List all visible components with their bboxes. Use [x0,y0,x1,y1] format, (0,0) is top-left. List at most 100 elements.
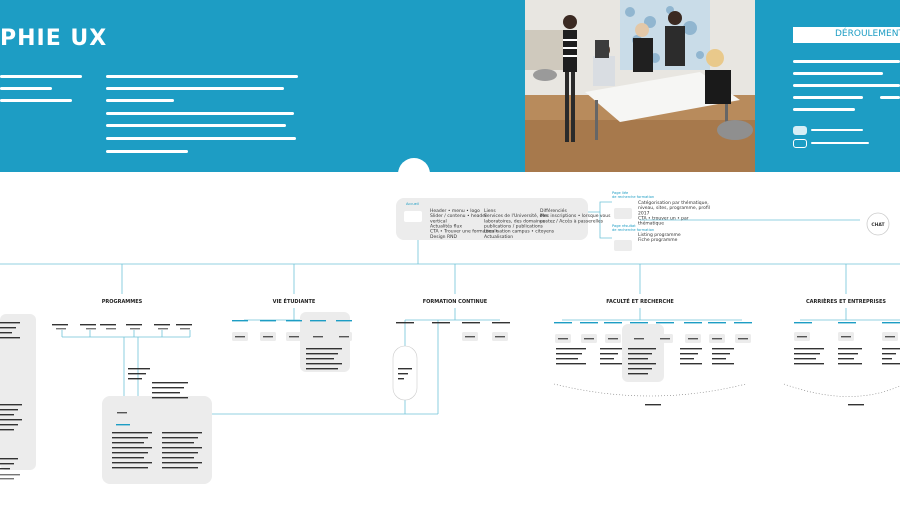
placeholder-mark [680,358,694,360]
placeholder-mark [794,353,820,355]
placeholder-mark [838,363,862,365]
placeholder-mark [128,368,150,370]
text-line [106,112,294,115]
placeholder-mark [838,348,862,350]
placeholder-mark [841,336,851,338]
group-left [0,314,36,470]
placeholder-mark [162,442,194,444]
text-line [0,75,82,78]
placeholder-mark [882,348,900,350]
placeholder-mark [600,353,618,355]
placeholder-mark [794,358,816,360]
workshop-photo-illustration [525,0,755,172]
placeholder-mark [558,338,568,340]
placeholder-mark [398,368,412,370]
category-formation-continue: FORMATION CONTINUE [423,299,488,305]
placeholder-mark [628,373,648,375]
people [563,11,731,142]
placeholder-mark [336,320,352,322]
placeholder-mark [794,363,824,365]
placeholder-text-marks [0,320,900,480]
text-line [106,150,188,153]
text-line [793,84,900,87]
text-line [106,75,298,78]
banner-title: PHIE UX [0,26,108,51]
placeholder-mark [162,447,202,449]
placeholder-mark [56,328,66,330]
placeholder-mark [712,353,730,355]
placeholder-mark [158,328,168,330]
placeholder-mark [152,387,184,389]
placeholder-mark [634,338,644,340]
placeholder-mark [688,338,698,340]
placeholder-mark [712,358,726,360]
placeholder-mark [306,363,342,365]
placeholder-mark [112,457,144,459]
placeholder-mark [0,429,14,431]
text-line [793,60,900,63]
placeholder-mark [112,442,144,444]
placeholder-mark [712,363,734,365]
placeholder-mark [797,336,807,338]
placeholder-mark [708,322,726,324]
workshop-photo [525,0,755,172]
placeholder-mark [684,322,702,324]
placeholder-mark [0,404,22,406]
placeholder-mark [680,363,702,365]
placeholder-mark [0,478,14,480]
placeholder-mark [794,348,824,350]
placeholder-mark [112,447,152,449]
placeholder-mark [0,327,16,329]
placeholder-mark [882,358,892,360]
placeholder-mark [396,322,414,324]
dotted-arc [783,383,900,397]
placeholder-mark [0,322,20,324]
placeholder-mark [0,424,18,426]
placeholder-mark [584,338,594,340]
placeholder-mark [162,437,198,439]
placeholder-mark [660,338,670,340]
placeholder-mark [117,412,127,414]
placeholder-mark [128,378,142,380]
placeholder-mark [0,337,20,339]
placeholder-mark [162,467,198,469]
placeholder-mark [645,404,661,406]
placeholder-mark [628,363,656,365]
placeholder-mark [112,462,152,464]
placeholder-mark [112,452,148,454]
header-banner: PHIE UX [0,0,900,172]
placeholder-mark [128,373,146,375]
placeholder-mark [0,468,10,470]
placeholder-mark [306,353,338,355]
placeholder-mark [260,320,276,322]
placeholder-mark [600,348,622,350]
chat-label: CHAT [871,222,885,228]
placeholder-mark [885,336,895,338]
placeholder-mark [712,348,734,350]
placeholder-mark [152,397,188,399]
placeholder-mark [52,324,68,326]
placeholder-mark [882,322,900,324]
placeholder-mark [580,322,598,324]
text-line [0,99,72,102]
dotted-arc [553,383,747,397]
placeholder-mark [0,414,14,416]
category-carrieres-entreprises: CARRIÈRES ET ENTREPRISES [806,297,886,305]
placeholder-mark [162,462,202,464]
placeholder-mark [162,432,202,434]
category-faculte-recherche: FACULTÉ ET RECHERCHE [606,297,674,305]
placeholder-mark [608,338,618,340]
placeholder-mark [126,324,142,326]
placeholder-mark [600,363,622,365]
placeholder-mark [235,336,245,338]
placeholder-mark [313,336,323,338]
legend-line [811,142,869,144]
placeholder-mark [432,322,450,324]
placeholder-mark [556,358,578,360]
